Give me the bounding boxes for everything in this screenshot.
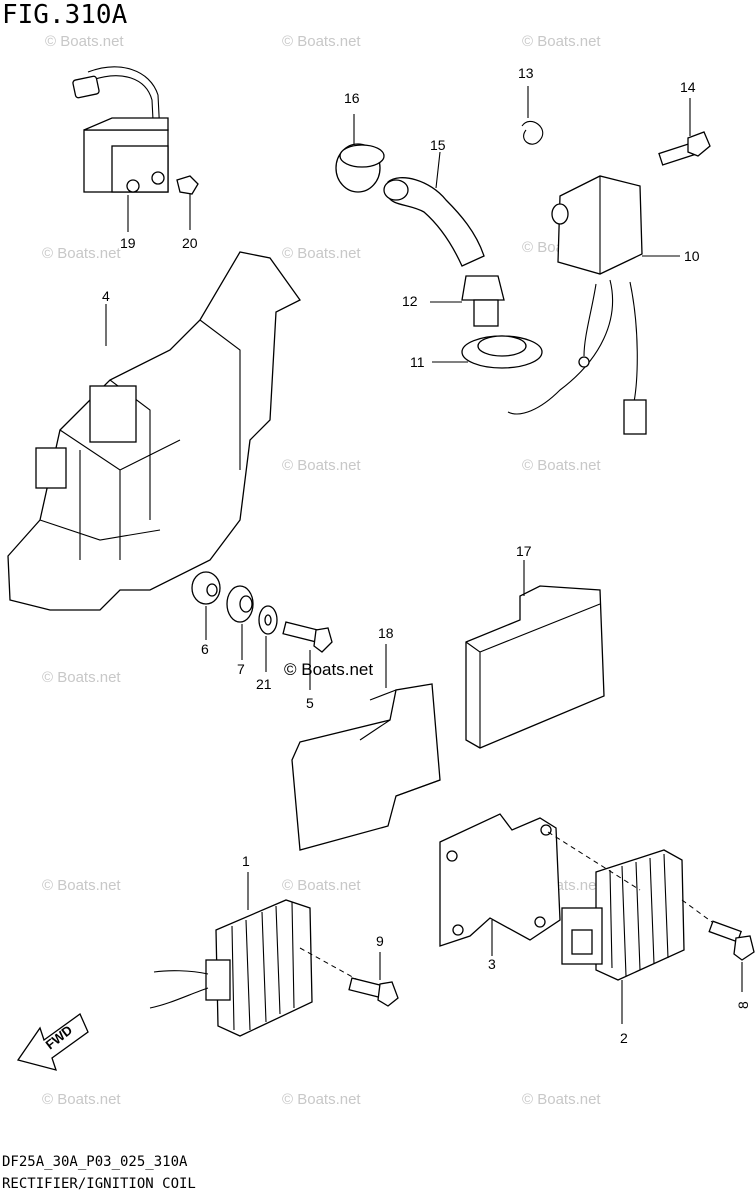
part-18-rubber-cover[interactable] [291, 644, 441, 851]
watermark: © Boats.net [42, 245, 121, 262]
figure-title: FIG.310A [2, 0, 128, 30]
callout-10[interactable]: 10 [684, 248, 700, 264]
callout-16[interactable]: 16 [344, 90, 360, 106]
watermark: © Boats.net [42, 1091, 121, 1108]
part-16-cap[interactable] [335, 114, 385, 193]
watermark: © Boats.net [282, 33, 361, 50]
watermark: © Boats.net [42, 877, 121, 894]
part-4-bracket[interactable] [7, 251, 301, 611]
callout-13[interactable]: 13 [518, 65, 534, 81]
callout-2[interactable]: 2 [620, 1030, 628, 1046]
callout-19[interactable]: 19 [120, 235, 136, 251]
part-12-terminal[interactable] [430, 275, 505, 327]
watermark: © Boats.net [522, 1091, 601, 1108]
part-8-bolt[interactable] [708, 920, 755, 992]
part-10-ignition-coil[interactable] [507, 175, 680, 435]
part-7-collar[interactable] [226, 585, 254, 660]
part-19-relay[interactable] [72, 66, 169, 193]
callout-21[interactable]: 21 [256, 676, 272, 692]
callout-4[interactable]: 4 [102, 288, 110, 304]
callout-18[interactable]: 18 [378, 625, 394, 641]
watermark: © Boats.net [522, 457, 601, 474]
part-17-module[interactable] [465, 560, 605, 749]
part-11-grommet[interactable] [432, 335, 543, 369]
watermark: © Boats.net [282, 457, 361, 474]
callout-20[interactable]: 20 [182, 235, 198, 251]
part-21-washer[interactable] [258, 605, 278, 672]
figure-code: DF25A_30A_P03_025_310A [2, 1154, 188, 1170]
figure-description: RECTIFIER/IGNITION COIL [2, 1176, 196, 1192]
watermark: © Boats.net [522, 33, 601, 50]
callout-17[interactable]: 17 [516, 543, 532, 559]
callout-3[interactable]: 3 [488, 956, 496, 972]
watermark-center: © Boats.net [284, 660, 373, 679]
watermark: © Boats.net [42, 669, 121, 686]
callout-9[interactable]: 9 [376, 933, 384, 949]
watermark: © Boats.net [282, 245, 361, 262]
watermark: © Boats.net [282, 877, 361, 894]
part-6-nut[interactable] [191, 571, 221, 640]
callout-5[interactable]: 5 [306, 695, 314, 711]
callout-12[interactable]: 12 [402, 293, 418, 309]
callout-15[interactable]: 15 [430, 137, 446, 153]
part-9-bolt[interactable] [348, 952, 399, 1007]
callout-6[interactable]: 6 [201, 641, 209, 657]
part-15-plug-cap[interactable] [383, 151, 485, 267]
watermark: © Boats.net [45, 33, 124, 50]
part-14-bolt[interactable] [658, 98, 711, 166]
part-1-rectifier[interactable] [149, 872, 313, 1037]
part-2-rectifier[interactable] [561, 849, 685, 1024]
callout-7[interactable]: 7 [237, 661, 245, 677]
callout-11[interactable]: 11 [410, 354, 425, 370]
watermark: © Boats.net [282, 1091, 361, 1108]
callout-1[interactable]: 1 [242, 853, 250, 869]
part-5-bolt[interactable] [282, 621, 333, 690]
part-20-bolt[interactable] [176, 175, 199, 230]
callout-14[interactable]: 14 [680, 79, 696, 95]
part-3-plate[interactable] [439, 813, 561, 956]
part-13-clip[interactable] [521, 86, 544, 145]
callout-8[interactable]: 8 [735, 1001, 751, 1009]
fwd-arrow-icon: FWD [16, 1013, 89, 1071]
callout-labels: 1 2 3 4 5 6 7 8 9 10 11 12 13 14 15 16 1… [102, 65, 751, 1046]
